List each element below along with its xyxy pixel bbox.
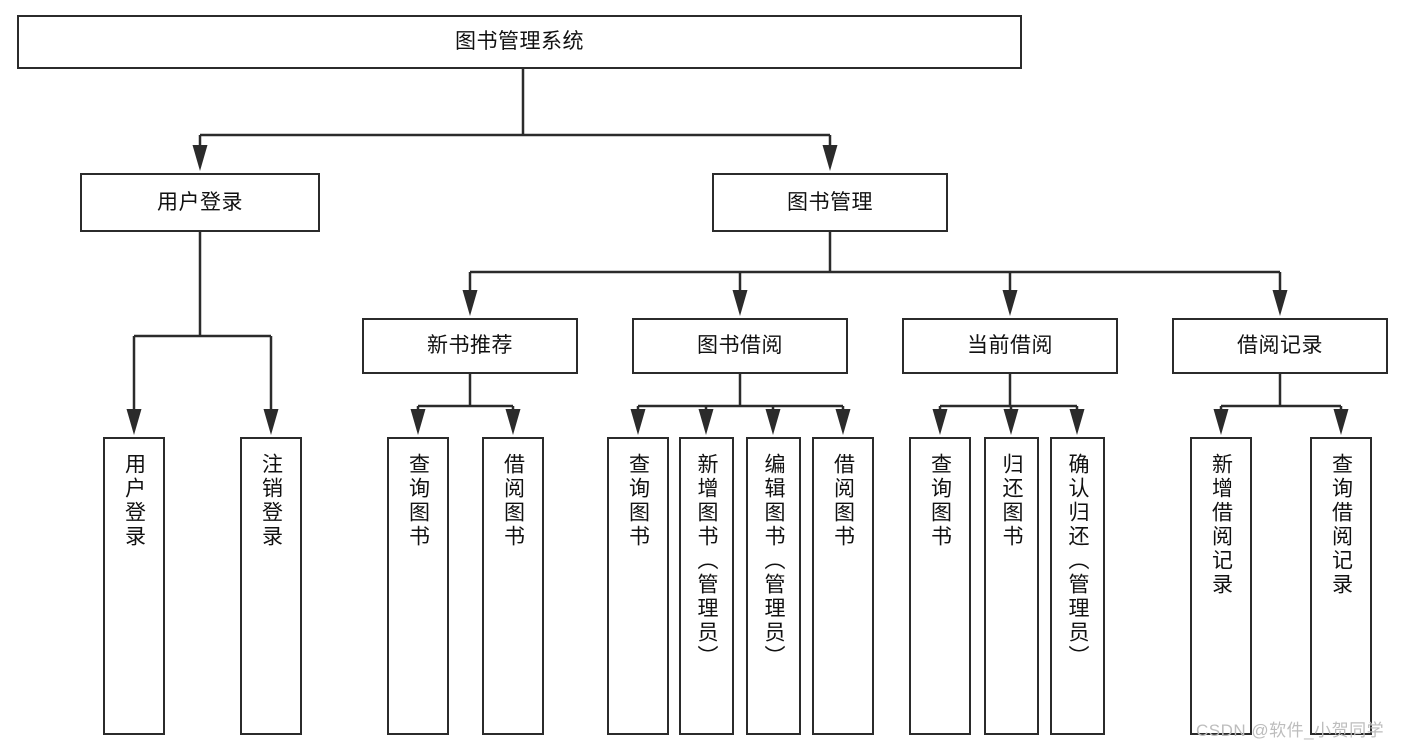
node-book-borrow[interactable]: 图书借阅 [632,318,848,374]
arrowhead-e-bm-a [462,290,478,316]
node-leaf-return-book[interactable]: 归还图书 [984,437,1039,735]
node-root[interactable]: 图书管理系统 [17,15,1022,69]
arrowhead-e-cb-a [932,409,948,435]
arrowhead-e-nbr-b [505,409,521,435]
node-leaf-edit-book[interactable]: 编辑图书（管理员） [746,437,801,735]
node-current-borrow[interactable]: 当前借阅 [902,318,1118,374]
arrowhead-e-bb-c [765,409,781,435]
node-label-current-borrow: 当前借阅 [967,334,1053,358]
node-leaf-borrow-book-1[interactable]: 借阅图书 [482,437,544,735]
node-label-book-manage: 图书管理 [787,190,873,214]
arrowhead-e-bm-b [732,290,748,316]
arrowhead-e-bb-d [835,409,851,435]
node-leaf-logout[interactable]: 注销登录 [240,437,302,735]
node-label-leaf-add-record: 新增借阅记录 [1209,453,1233,597]
node-leaf-query-record[interactable]: 查询借阅记录 [1310,437,1372,735]
arrowhead-e-br-a [1213,409,1229,435]
node-leaf-borrow-book-2[interactable]: 借阅图书 [812,437,874,735]
arrowhead-e-br-b [1333,409,1349,435]
node-label-leaf-user-login: 用户登录 [122,453,146,549]
node-leaf-add-book[interactable]: 新增图书（管理员） [679,437,734,735]
node-leaf-query-book-2[interactable]: 查询图书 [607,437,669,735]
node-label-leaf-query-book-1: 查询图书 [406,453,430,549]
arrowhead-e-ul-a [126,409,142,435]
arrowhead-e-bm-c [1002,290,1018,316]
node-label-leaf-query-book-2: 查询图书 [626,453,650,549]
arrowhead-e-bm-d [1272,290,1288,316]
node-label-leaf-confirm-return: 确认归还（管理员） [1066,453,1089,669]
node-label-leaf-add-book: 新增图书（管理员） [695,453,718,669]
node-book-manage[interactable]: 图书管理 [712,173,948,232]
node-leaf-query-book-1[interactable]: 查询图书 [387,437,449,735]
node-label-new-book-rec: 新书推荐 [427,334,513,358]
node-leaf-query-book-3[interactable]: 查询图书 [909,437,971,735]
node-label-leaf-logout: 注销登录 [259,453,283,549]
arrowhead-e-bb-b [698,409,714,435]
node-user-login[interactable]: 用户登录 [80,173,320,232]
node-label-root: 图书管理系统 [455,30,584,54]
node-leaf-add-record[interactable]: 新增借阅记录 [1190,437,1252,735]
node-leaf-user-login[interactable]: 用户登录 [103,437,165,735]
node-leaf-confirm-return[interactable]: 确认归还（管理员） [1050,437,1105,735]
node-label-leaf-edit-book: 编辑图书（管理员） [762,453,785,669]
node-label-leaf-borrow-book-2: 借阅图书 [831,453,855,549]
node-label-borrow-record: 借阅记录 [1237,334,1323,358]
node-borrow-record[interactable]: 借阅记录 [1172,318,1388,374]
arrowhead-e-cb-c [1069,409,1085,435]
node-label-leaf-query-book-3: 查询图书 [928,453,952,549]
node-label-leaf-borrow-book-1: 借阅图书 [501,453,525,549]
node-new-book-rec[interactable]: 新书推荐 [362,318,578,374]
arrowhead-e-root-book-manage [822,145,838,171]
arrowhead-e-nbr-a [410,409,426,435]
node-label-book-borrow: 图书借阅 [697,334,783,358]
arrowhead-e-cb-b [1003,409,1019,435]
node-label-user-login: 用户登录 [157,190,243,214]
node-label-leaf-query-record: 查询借阅记录 [1329,453,1353,597]
csdn-watermark: CSDN @软件_小贺同学 [1196,721,1385,740]
arrowhead-e-bb-a [630,409,646,435]
arrowhead-e-root-user-login [192,145,208,171]
arrowhead-e-ul-b [263,409,279,435]
node-label-leaf-return-book: 归还图书 [1000,453,1023,549]
